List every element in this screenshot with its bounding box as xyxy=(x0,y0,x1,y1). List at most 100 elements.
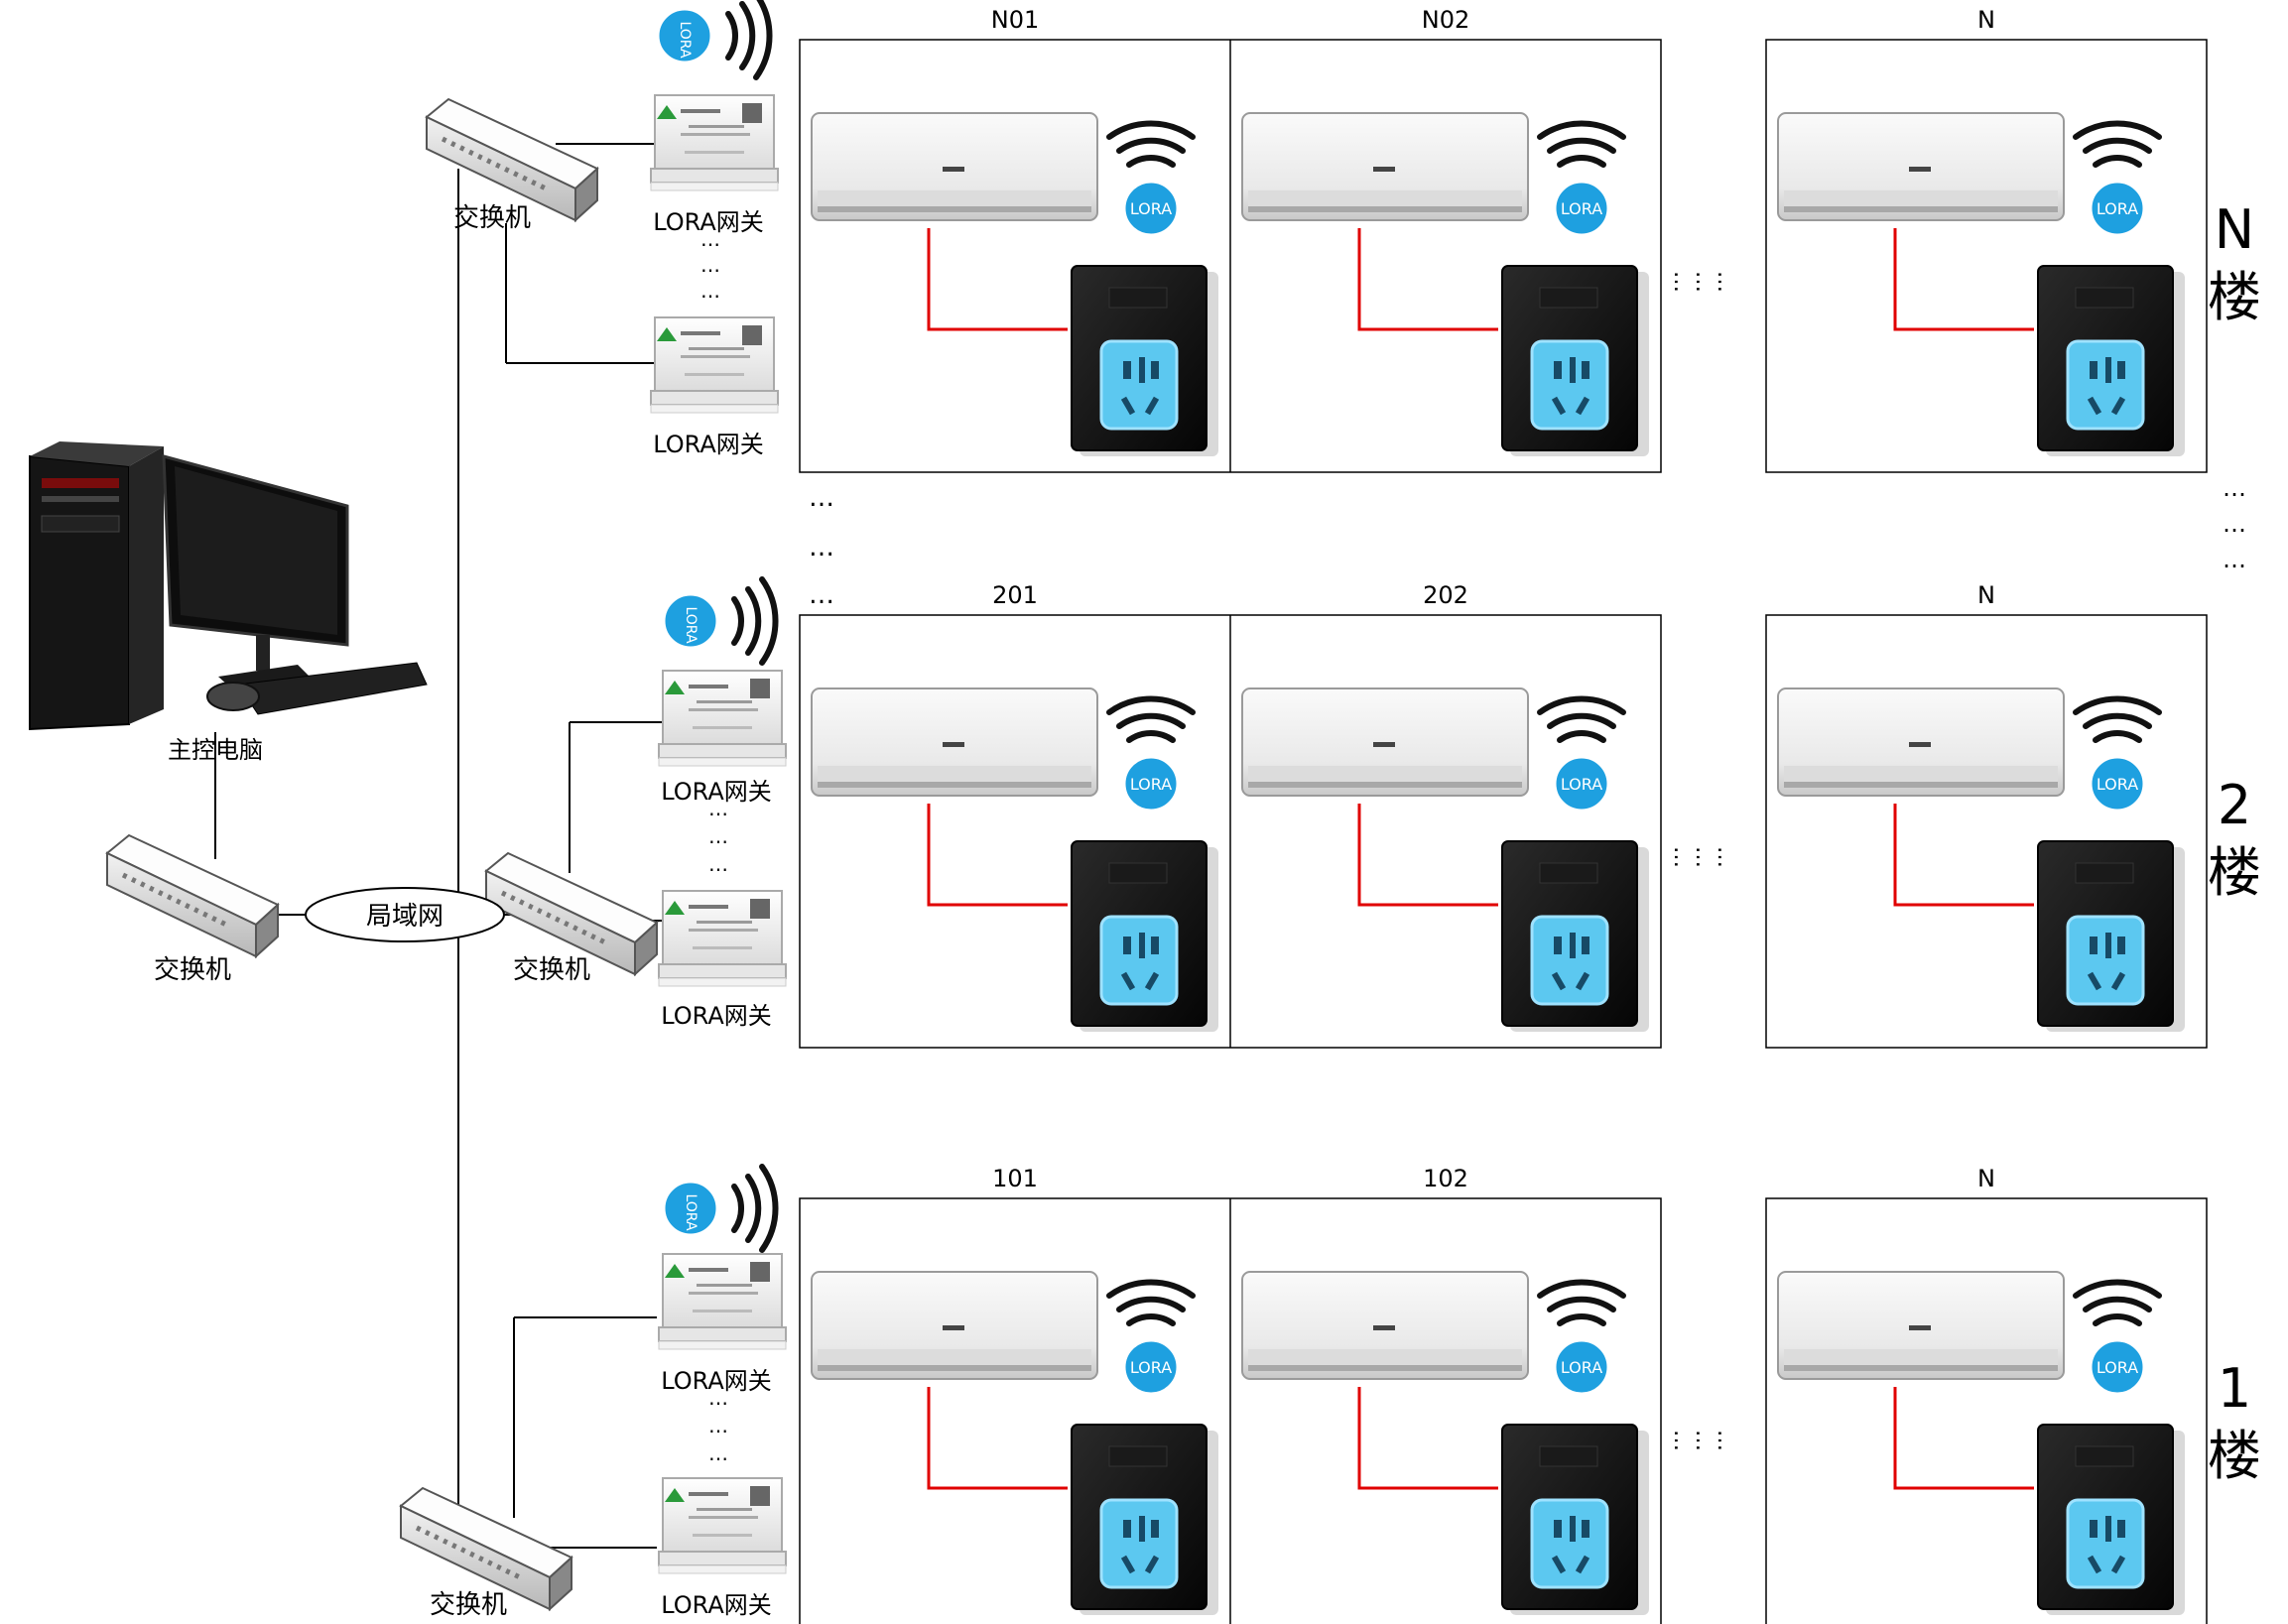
air-conditioner-unit xyxy=(1777,687,2065,797)
smart-socket-panel xyxy=(1070,839,1220,1034)
floor-ellipsis: … xyxy=(809,533,834,562)
floor-grids: N01LORAN02LORANLORA………N楼201LORA202LORANL… xyxy=(799,6,2261,1624)
gateway-lora-icon xyxy=(664,1167,776,1250)
lora-badge: LORA xyxy=(1540,698,1623,811)
room-label: 201 xyxy=(992,581,1038,609)
lora-gateway-box xyxy=(650,316,779,414)
network-cables xyxy=(214,143,663,1549)
gateway-lora-icon xyxy=(658,0,770,77)
lora-wave-icon xyxy=(1109,1282,1193,1394)
power-wire xyxy=(1893,228,2034,331)
air-conditioner-unit xyxy=(1241,687,1529,797)
smart-socket-panel xyxy=(2036,264,2187,458)
floor-ellipsis: … xyxy=(2223,474,2246,502)
floor-ellipsis: … xyxy=(809,483,834,513)
gateway-ellipsis: … xyxy=(708,824,728,848)
smart-socket-panel xyxy=(1070,1423,1220,1617)
power-wire xyxy=(1357,228,1498,331)
lora-gateway-box xyxy=(658,1477,787,1574)
room-ellipsis: … xyxy=(1669,271,1694,293)
air-conditioner-unit xyxy=(811,1271,1098,1380)
lora-badge-text: LORA xyxy=(1561,199,1602,218)
air-conditioner-unit xyxy=(811,687,1098,797)
air-conditioner-unit xyxy=(1777,1271,2065,1380)
lora-badge: LORA xyxy=(1540,123,1623,235)
gateway-label: LORA网关 xyxy=(661,1367,772,1395)
smart-socket-panel xyxy=(2036,839,2187,1034)
room-label: 101 xyxy=(992,1165,1038,1192)
room-ellipsis: … xyxy=(1691,271,1716,293)
room-block xyxy=(1765,39,2208,473)
power-wire xyxy=(1893,804,2034,907)
room-ellipsis: … xyxy=(1669,846,1694,868)
floor-number: N xyxy=(2215,198,2254,261)
room-label: 102 xyxy=(1423,1165,1468,1192)
gateway-ellipsis: … xyxy=(700,253,720,277)
lora-gateway-box xyxy=(658,670,787,767)
room-ellipsis: … xyxy=(1713,1430,1737,1451)
room-ellipsis: … xyxy=(1669,1430,1694,1451)
room-block xyxy=(1765,614,2208,1049)
lora-badge-text: LORA xyxy=(1130,1358,1172,1377)
lora-gateway-box xyxy=(658,1253,787,1350)
power-wire xyxy=(1357,804,1498,907)
room-label: N02 xyxy=(1422,6,1470,34)
room-block xyxy=(1765,1197,2208,1624)
lora-badge-text: LORA xyxy=(2097,1358,2138,1377)
floor-suffix: 楼 xyxy=(2208,1425,2261,1487)
gateway-ellipsis: … xyxy=(708,1414,728,1437)
room-ellipsis: … xyxy=(1691,1430,1716,1451)
lora-badge: LORA xyxy=(1109,698,1193,811)
gateway-label: LORA网关 xyxy=(653,431,764,458)
lora-wave-icon xyxy=(2076,123,2159,235)
smart-socket-panel xyxy=(2036,1423,2187,1617)
gateway-label: LORA网关 xyxy=(653,208,764,236)
room: N LORA xyxy=(1777,6,2187,458)
gateway-label: LORA网关 xyxy=(661,1591,772,1619)
lora-wave-icon xyxy=(1109,698,1193,811)
lora-badge-text: LORA xyxy=(1561,775,1602,794)
smart-socket-panel xyxy=(1500,264,1651,458)
gateway-ellipsis: … xyxy=(700,227,720,251)
gateway-ellipsis: … xyxy=(708,1441,728,1465)
room-ellipsis: … xyxy=(1691,846,1716,868)
air-conditioner-unit xyxy=(1241,1271,1529,1380)
room-label: 202 xyxy=(1423,581,1468,609)
lora-wave-icon xyxy=(1540,1282,1623,1394)
gateway-group-floor-1: LORA LORA网关 … … … LORA网关 xyxy=(658,1167,787,1619)
smart-socket-panel xyxy=(1070,264,1220,458)
gateway-group-floor-2: LORA LORA网关 … … … LORA网关 xyxy=(658,579,787,1030)
gateway-ellipsis: … xyxy=(708,797,728,820)
floor-suffix: 楼 xyxy=(2208,841,2261,904)
lan-cloud xyxy=(305,887,505,942)
lora-badge: LORA xyxy=(1109,1282,1193,1394)
lan-label: 局域网 xyxy=(366,902,444,932)
lora-wave-icon xyxy=(1109,123,1193,235)
smart-socket-panel xyxy=(1500,839,1651,1034)
gateway-lora-text: LORA xyxy=(677,21,693,58)
switch-core xyxy=(107,835,278,956)
gateway-label: LORA网关 xyxy=(661,778,772,806)
lora-badge: LORA xyxy=(1109,123,1193,235)
floor-ellipsis: … xyxy=(809,580,834,610)
power-wire xyxy=(927,228,1068,331)
room-ellipsis: … xyxy=(1713,271,1737,293)
lora-gateway-box xyxy=(650,94,779,191)
gateway-group-top: LORA LORA网关 … … … LORA网关 xyxy=(650,0,779,458)
lora-badge: LORA xyxy=(2076,1282,2159,1394)
air-conditioner-unit xyxy=(1777,112,2065,221)
lora-badge-text: LORA xyxy=(2097,199,2138,218)
switch-label-top: 交换机 xyxy=(453,203,531,233)
lora-badge: LORA xyxy=(2076,698,2159,811)
floor-ellipsis: … xyxy=(2223,546,2246,573)
room-label: N01 xyxy=(991,6,1040,34)
floor-suffix: 楼 xyxy=(2208,266,2261,328)
room-label: N xyxy=(1977,6,1995,34)
